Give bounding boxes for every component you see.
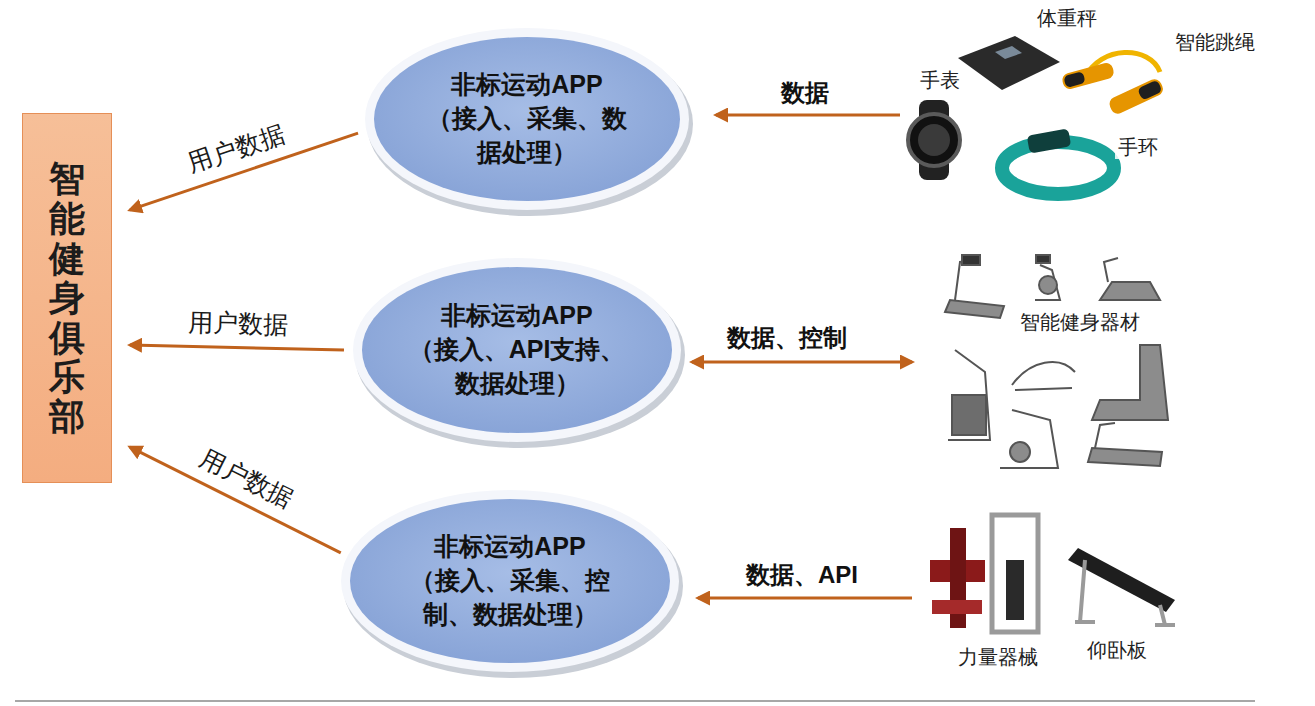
data-arrow [698, 597, 912, 600]
flow-label: 数据、控制 [724, 324, 850, 353]
band-picture [1002, 128, 1114, 194]
treadmill-deck [1088, 448, 1162, 466]
recumbent-post [1104, 258, 1118, 282]
bike-console [1036, 255, 1050, 263]
app-title: 非标运动APP [434, 530, 585, 564]
bike-frame [1035, 265, 1060, 300]
bench-legs [1075, 560, 1175, 625]
app-ellipse: 非标运动APP（接入、API支持、数据处理） [350, 255, 684, 445]
data-flow-arrow [130, 345, 344, 350]
app-functions: （接入、采集、控制、数据处理） [404, 564, 616, 632]
device-label: 智能跳绳 [1172, 30, 1258, 54]
stepper-frame [948, 350, 990, 440]
leg-press [1092, 345, 1168, 420]
ellipse-halo [365, 28, 689, 210]
treadmill-post [1095, 423, 1115, 448]
strength-machine-picture [930, 515, 1038, 632]
device-label: 力量器械 [955, 645, 1041, 669]
data-arrow [692, 361, 912, 364]
club-title: 智能健身俱乐部 [49, 159, 85, 436]
app-ellipse: 非标运动APP（接入、采集、控制、数据处理） [338, 487, 682, 675]
weight-stack [1006, 560, 1024, 620]
elliptical-frame [1000, 410, 1058, 468]
bike-wheel [1039, 276, 1057, 294]
ellipse-body [374, 37, 680, 201]
watch-face [918, 124, 950, 156]
band-strap [1002, 142, 1114, 194]
scale-body [958, 36, 1060, 90]
cable-tower [992, 515, 1038, 632]
watch-picture [908, 100, 960, 180]
club-box: 智能健身俱乐部 [22, 113, 112, 483]
ellipse-halo [341, 490, 679, 672]
ellipse-body [362, 267, 672, 433]
scale-display [995, 46, 1022, 59]
bottom-rule [15, 700, 1255, 702]
situp-bench-picture [1068, 548, 1175, 625]
machine-pad [932, 600, 982, 614]
treadmill-console [962, 255, 980, 265]
app-ellipse: 非标运动APP（接入、采集、数据处理） [362, 25, 692, 213]
flow-label: 用户数据 [181, 117, 291, 179]
device-label: 体重秤 [1034, 6, 1100, 30]
elliptical-wheel [1010, 442, 1030, 462]
treadmill-deck [945, 300, 1004, 318]
recumbent-base [1100, 282, 1160, 300]
elliptical-rail [1015, 388, 1072, 390]
data-arrow [716, 114, 900, 117]
watch-case [908, 114, 960, 166]
device-label: 手环 [1115, 135, 1161, 159]
flow-label: 数据 [778, 79, 832, 108]
app-functions: （接入、API支持、数据处理） [403, 333, 631, 401]
rope-handle [1107, 77, 1165, 116]
app-title: 非标运动APP [451, 68, 602, 102]
gym-equipment-picture [945, 255, 1168, 468]
rope-handle [1061, 62, 1115, 91]
flow-label: 用户数据 [184, 306, 291, 338]
ellipse-body [350, 499, 670, 663]
stepper-body [952, 395, 986, 435]
app-functions: （接入、采集、数据处理） [421, 102, 633, 170]
flow-label: 用户数据 [192, 440, 300, 514]
device-label: 智能健身器材 [1017, 310, 1143, 334]
scale-picture [958, 36, 1060, 90]
app-title: 非标运动APP [441, 299, 592, 333]
device-label: 手表 [917, 68, 963, 92]
rope-grip [1137, 80, 1162, 101]
jump-rope-picture [1061, 52, 1165, 116]
flow-label: 数据、API [743, 561, 861, 590]
rope-grip [1063, 71, 1085, 88]
ellipse-halo [353, 258, 681, 442]
device-label: 仰卧板 [1084, 638, 1150, 662]
elliptical-arc [1012, 362, 1075, 385]
band-screen [1027, 128, 1071, 153]
